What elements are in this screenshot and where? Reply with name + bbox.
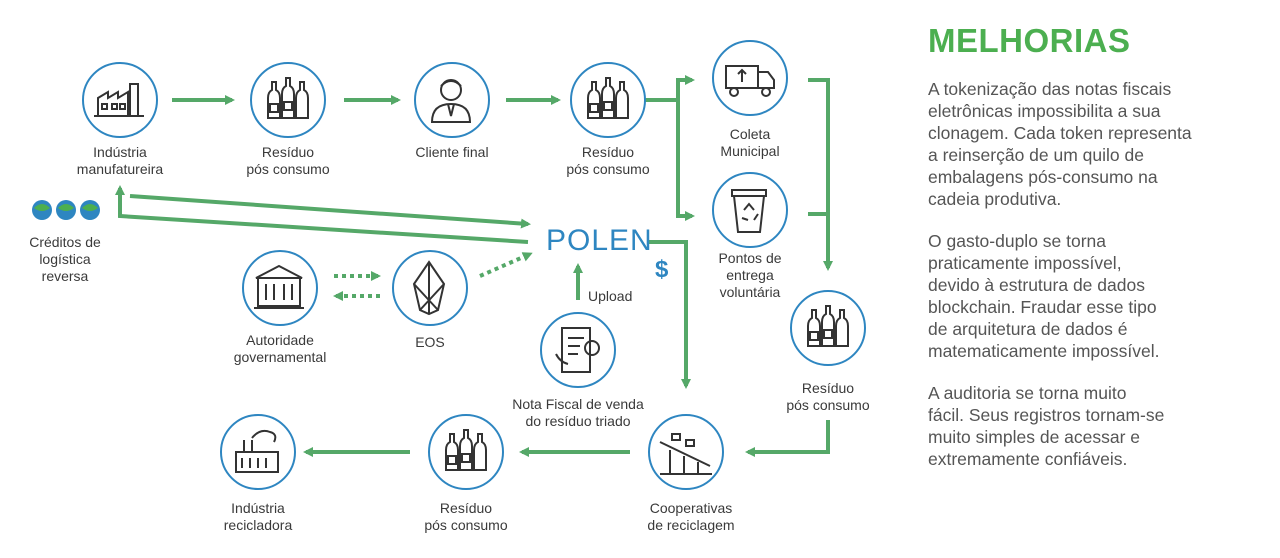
cooperativas-node [648, 414, 724, 490]
panel-paragraph-3: A auditoria se torna muito fácil. Seus r… [928, 383, 1165, 469]
residuo3-label: Resíduo pós consumo [786, 380, 870, 413]
industria-node [82, 62, 158, 138]
eos-logo-icon [412, 260, 446, 316]
flow-arrows [115, 75, 833, 457]
dashed-arrow-eos-polen [479, 252, 533, 278]
invoice-icon [555, 327, 600, 373]
residuo1-label: Resíduo pós consumo [246, 144, 330, 177]
bottles-icon [267, 77, 309, 119]
recycling-plant-icon [235, 429, 279, 473]
arrow-residuo2-pontos [676, 100, 695, 221]
melhorias-panel: MELHORIAS A tokenização das notas fiscai… [928, 22, 1258, 490]
autoridade-node [242, 250, 318, 326]
residuo3-node [790, 290, 866, 366]
industria-label: Indústria manufatureira [76, 144, 164, 177]
arrow-coleta-residuo3 [808, 78, 833, 271]
panel-paragraph-1: A tokenização das notas fiscais eletrôni… [928, 79, 1192, 209]
recicladora-label: Indústria recicladora [223, 500, 293, 533]
bottles-icon [807, 305, 849, 347]
eos-node [392, 250, 468, 326]
recycling-flow-diagram: Créditos de logística reversa Indústria … [29, 40, 870, 533]
pontos-label: Pontos de entrega voluntária [718, 250, 782, 300]
pontos-node [712, 172, 788, 248]
factory-icon [94, 83, 144, 117]
arrow-polen-cooperativas [648, 240, 691, 389]
arrow-residuo2-coleta [640, 75, 695, 102]
eos-label: EOS [415, 334, 445, 350]
bottles-icon [587, 77, 629, 119]
autoridade-label: Autoridade governamental [233, 332, 327, 365]
coleta-label: Coleta Municipal [720, 126, 780, 159]
coleta-node [712, 40, 788, 116]
conveyor-icon [659, 433, 712, 475]
residuo4-label: Resíduo pós consumo [424, 500, 508, 533]
recycle-bin-icon [731, 189, 767, 233]
dollar-sign: $ [655, 256, 669, 283]
arrow-residuo3-cooperativas [745, 420, 830, 457]
garbage-truck-icon [725, 65, 775, 97]
residuo1-node [250, 62, 326, 138]
bottles-icon [445, 429, 487, 471]
businessman-icon [430, 79, 472, 123]
nota-node [540, 312, 616, 388]
cliente-label: Cliente final [415, 144, 489, 160]
nota-label: Nota Fiscal de venda do resíduo triado [512, 396, 644, 429]
cliente-node [414, 62, 490, 138]
token-leaf-icon [32, 200, 100, 220]
recicladora-node [220, 414, 296, 490]
residuo2-node [570, 62, 646, 138]
creditos-label: Créditos de logística reversa [29, 234, 101, 284]
panel-paragraph-2: O gasto-duplo se torna praticamente impo… [928, 231, 1160, 361]
government-building-icon [254, 264, 304, 309]
panel-title: MELHORIAS [928, 22, 1131, 59]
residuo4-node [428, 414, 504, 490]
residuo2-label: Resíduo pós consumo [566, 144, 650, 177]
upload-label: Upload [588, 288, 633, 304]
arrow-industria-polen [129, 194, 531, 229]
polen-logo: POLEN [546, 224, 653, 257]
cooperativas-label: Cooperativas de reciclagem [647, 500, 735, 533]
arrow-polen-industria [115, 185, 529, 244]
